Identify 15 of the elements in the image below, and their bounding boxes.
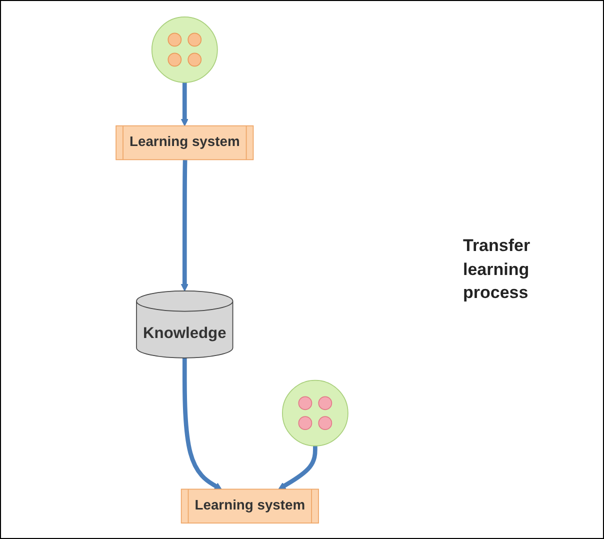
- arrow: [180, 160, 188, 291]
- cluster: [151, 16, 218, 82]
- arrow: [278, 445, 318, 490]
- node-circle: [318, 396, 332, 410]
- node-circle: [188, 32, 202, 46]
- arrow: [182, 357, 222, 490]
- node-circle: [298, 416, 312, 430]
- node-circle: [318, 416, 332, 430]
- arrow: [180, 82, 188, 126]
- node-circle: [168, 32, 182, 46]
- annotation-text: Transfer learning process: [463, 234, 532, 304]
- node-circle: [168, 52, 182, 66]
- cluster: [282, 379, 348, 446]
- node-circle: [188, 52, 202, 66]
- node-circle: [298, 396, 312, 410]
